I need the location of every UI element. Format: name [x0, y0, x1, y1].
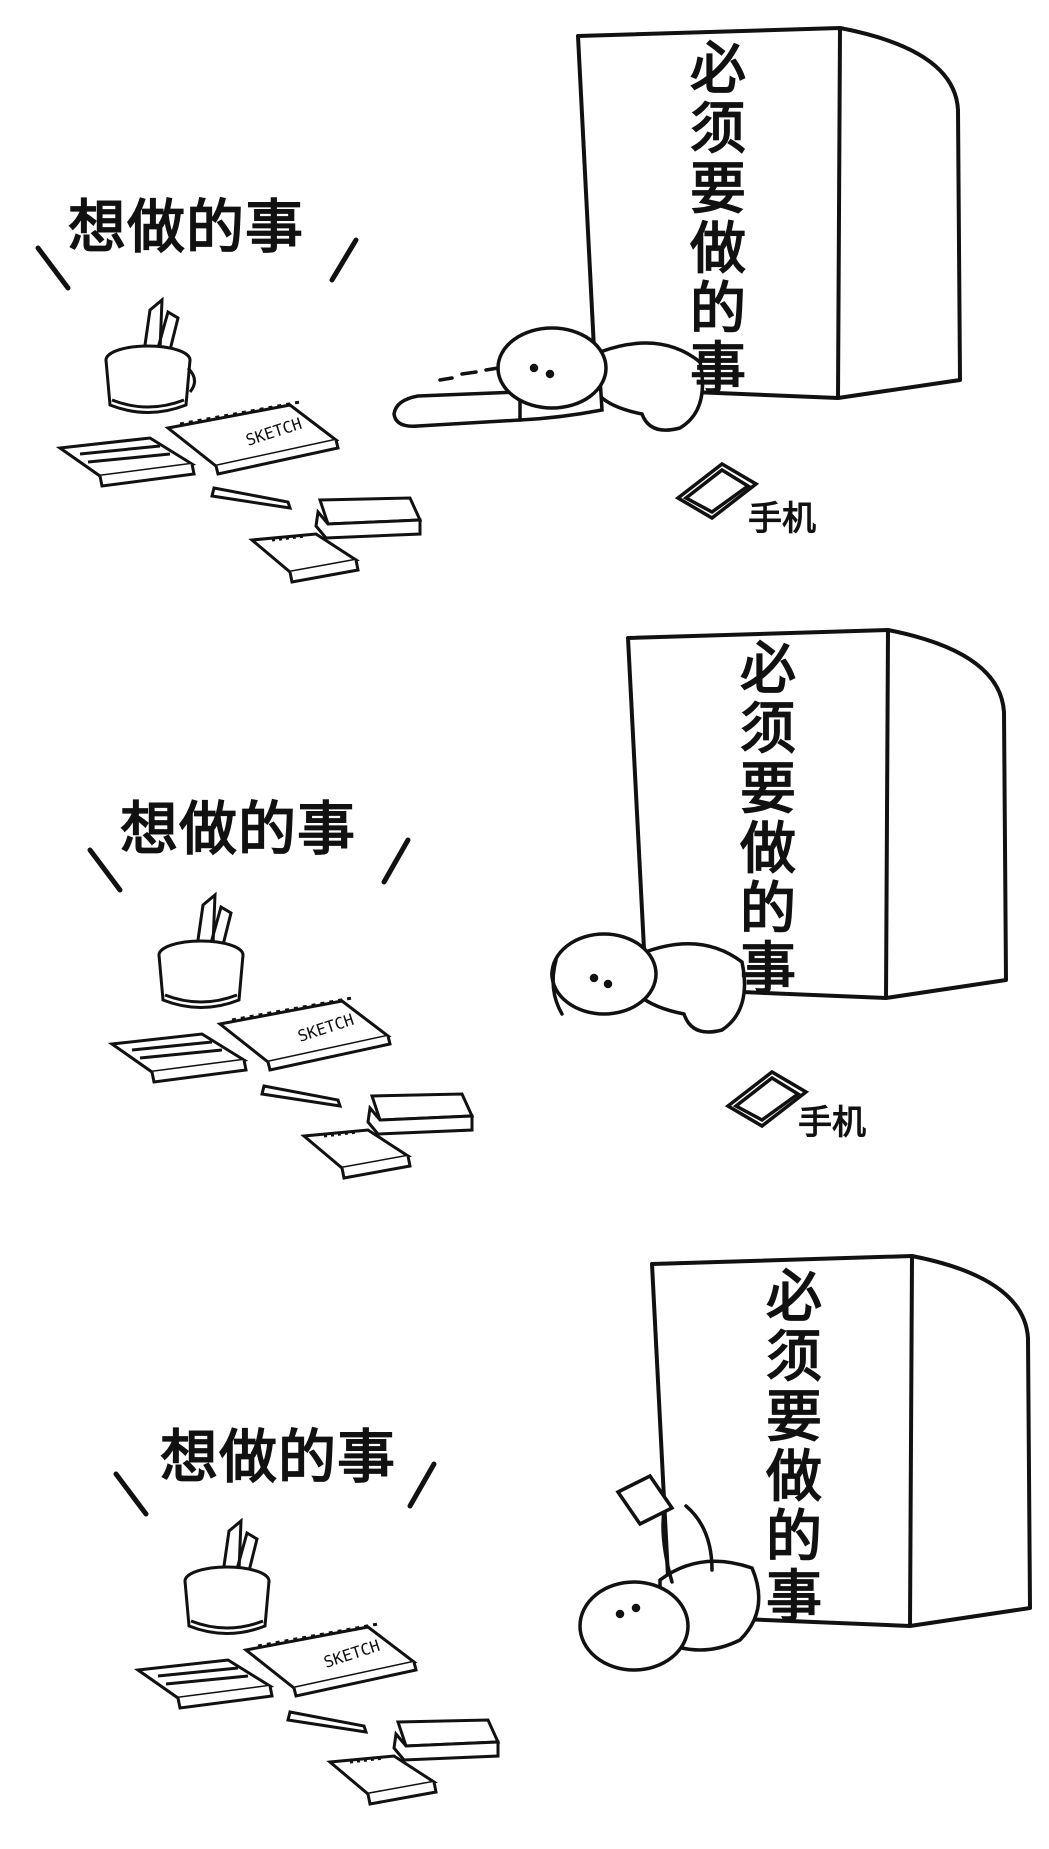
sketchbook-icon: SKETCH: [242, 1622, 418, 1698]
pencil-icon: [260, 1084, 343, 1108]
comic-panel-1: SKETCH: [0, 0, 1049, 600]
must-do-char: 要: [740, 757, 796, 822]
want-to-do-label: 想做的事: [68, 193, 305, 261]
must-do-char: 的: [740, 877, 796, 942]
paint-bucket-icon: [183, 1517, 271, 1635]
panel-2-drawing: SKETCH: [87, 628, 1008, 1180]
book-stack-icon: [314, 496, 423, 540]
must-do-char: 做: [766, 1445, 822, 1510]
person-lying-face-down: [550, 932, 747, 1034]
must-do-box: [576, 26, 962, 400]
phone-icon: [674, 461, 760, 521]
pencil-tray-icon: [133, 1658, 275, 1710]
phone-label: 手机: [798, 1103, 866, 1143]
must-do-char: 的: [690, 277, 746, 342]
must-do-text: 必 须 要 做 的 事: [686, 40, 750, 400]
person-lying-reaching: [392, 326, 705, 432]
must-do-char: 事: [690, 337, 746, 402]
want-to-do-label: 想做的事: [120, 795, 357, 863]
must-do-char: 须: [766, 1325, 822, 1390]
must-do-box: [626, 628, 1008, 1000]
pencil-tray-icon: [55, 436, 197, 488]
must-do-box: [650, 1254, 1032, 1628]
book-stack-icon: [392, 1718, 501, 1762]
emphasis-line-left: [113, 1471, 149, 1517]
panel-1-drawing: SKETCH: [35, 26, 962, 584]
must-do-char: 要: [766, 1385, 822, 1450]
comic-panel-2: SKETCH: [0, 600, 1049, 1200]
must-do-char: 必: [766, 1265, 822, 1330]
must-do-char: 的: [766, 1505, 822, 1570]
notebook-icon: [300, 1128, 412, 1180]
phone-icon: [724, 1069, 810, 1129]
must-do-char: 必: [740, 637, 796, 702]
must-do-text: 必 须 要 做 的 事: [736, 640, 800, 1000]
pencil-tray-icon: [107, 1032, 249, 1084]
must-do-text: 必 须 要 做 的 事: [762, 1268, 826, 1628]
emphasis-line-right: [329, 237, 359, 283]
book-stack-icon: [366, 1092, 475, 1136]
want-to-do-label: 想做的事: [160, 1423, 397, 1491]
paint-bucket-icon: [104, 296, 196, 414]
must-do-char: 做: [690, 217, 746, 282]
emphasis-line-left: [35, 245, 71, 291]
must-do-char: 须: [690, 97, 746, 162]
must-do-char: 须: [740, 697, 796, 762]
must-do-char: 事: [766, 1565, 822, 1630]
phone-label: 手机: [748, 499, 816, 539]
emphasis-line-right: [381, 837, 411, 885]
must-do-char: 做: [740, 817, 796, 882]
panel-3-drawing: SKETCH: [113, 1254, 1032, 1806]
notebook-icon: [248, 532, 360, 584]
must-do-char: 事: [740, 937, 796, 1002]
comic-panel-3: SKETCH: [0, 1210, 1049, 1840]
emphasis-line-left: [87, 847, 123, 893]
emphasis-line-right: [407, 1461, 437, 1509]
sketchbook-icon: SKETCH: [216, 996, 392, 1072]
pencil-icon: [210, 486, 293, 510]
sketchbook-icon: SKETCH: [164, 400, 340, 476]
notebook-icon: [326, 1754, 438, 1806]
must-do-char: 要: [690, 157, 746, 222]
paint-bucket-icon: [157, 891, 245, 1009]
person-on-back-with-phone: [578, 1473, 761, 1672]
must-do-char: 必: [690, 37, 746, 102]
pencil-icon: [286, 1710, 369, 1734]
